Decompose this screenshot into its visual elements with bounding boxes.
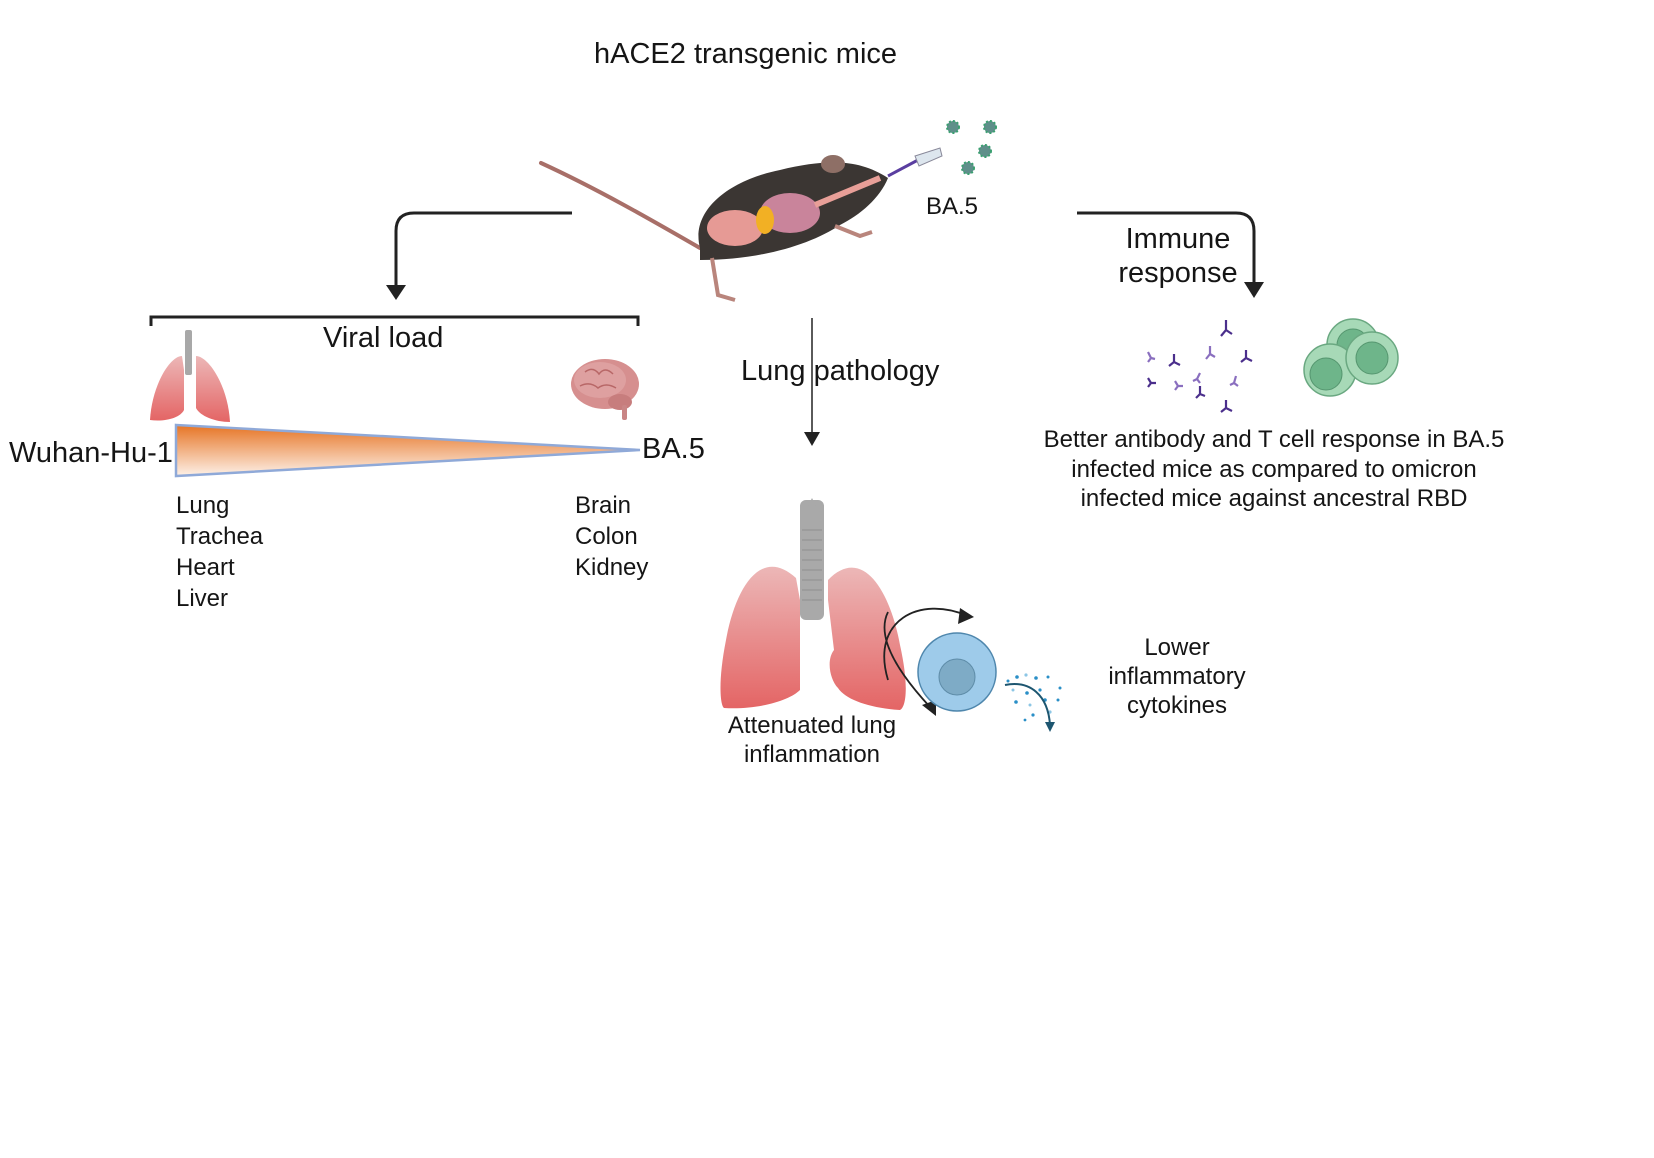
arrow-immune-response-head — [1244, 282, 1264, 298]
pipette-icon — [887, 147, 943, 178]
organ-item: Liver — [176, 585, 229, 612]
cytokine-arrow — [1004, 683, 1051, 726]
immune-summary-line: infected mice against ancestral RBD — [1080, 485, 1468, 512]
immune-response-line: response — [1118, 257, 1238, 289]
arrow-lung-pathology-head — [804, 432, 820, 446]
lung-outcome-line: Attenuated lung — [727, 712, 897, 739]
left-organ-list: Lung Trachea Heart Liver — [176, 490, 263, 614]
organ-item: Colon — [575, 523, 638, 550]
lung-pathology-label: Lung pathology — [741, 355, 940, 387]
organ-item: Brain — [575, 492, 632, 519]
viral-load-bracket — [149, 315, 640, 326]
immune-response-label: Immune response — [1108, 222, 1248, 290]
immune-summary-text: Better antibody and T cell response in B… — [1020, 425, 1528, 514]
curved-arrow-1 — [883, 607, 969, 681]
immune-cell-icon — [917, 632, 997, 712]
cytokine-line: cytokines — [1126, 692, 1228, 719]
right-organ-list: Brain Colon Kidney — [575, 490, 648, 583]
lungs-large-icon — [720, 498, 906, 710]
lung-outcome-text: Attenuated lung inflammation — [712, 711, 912, 769]
immune-summary-line: infected mice as compared to omicron — [1071, 455, 1477, 483]
coronavirus-icon — [978, 144, 992, 158]
immune-summary-line: Better antibody and T cell response in B… — [1043, 426, 1505, 453]
arrow-viral-load — [394, 211, 572, 290]
wuhan-strain-label: Wuhan-Hu-1 — [9, 437, 173, 469]
organ-item: Lung — [176, 492, 230, 519]
organ-item: Heart — [176, 554, 235, 581]
coronavirus-icon — [961, 161, 975, 175]
cytokine-icons — [1006, 673, 1062, 722]
immune-response-line: Immune — [1125, 223, 1231, 255]
inoculum-label: BA.5 — [926, 193, 979, 220]
viral-load-wedge — [174, 423, 641, 478]
lungs-icon — [150, 330, 230, 422]
cytokine-line: Lower — [1144, 634, 1210, 661]
brain-icon — [571, 359, 639, 420]
coronavirus-icon — [983, 120, 997, 134]
antibody-icons — [1147, 320, 1253, 413]
curved-arrow-2 — [883, 611, 931, 708]
arrow-immune-response — [1077, 211, 1256, 285]
arrow-viral-load-head — [386, 285, 406, 300]
viral-load-label: Viral load — [323, 322, 444, 354]
mouse-illustration — [539, 155, 888, 302]
coronavirus-icons — [946, 120, 997, 175]
t-cell-icons — [1303, 318, 1399, 397]
cytokine-text: Lower inflammatory cytokines — [1090, 633, 1264, 720]
diagram-title: hACE2 transgenic mice — [594, 38, 898, 70]
ba5-strain-label: BA.5 — [642, 433, 705, 465]
lung-outcome-line: inflammation — [743, 741, 881, 768]
organ-item: Kidney — [575, 554, 649, 581]
organ-item: Trachea — [176, 523, 264, 550]
coronavirus-icon — [946, 120, 960, 134]
cytokine-line: inflammatory — [1108, 663, 1246, 690]
